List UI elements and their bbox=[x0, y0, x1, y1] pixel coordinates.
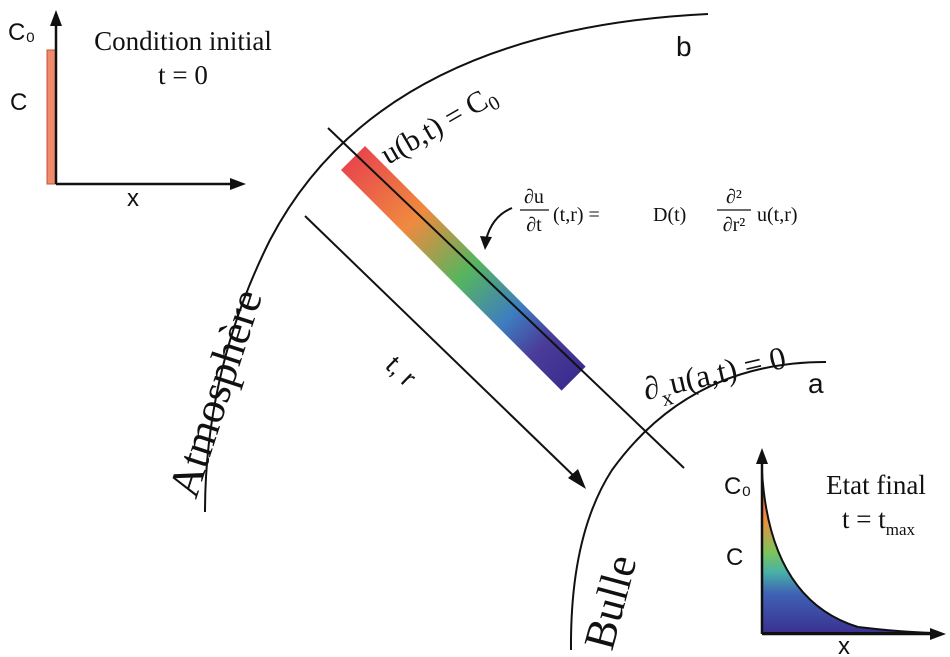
initial-c-label: C bbox=[10, 89, 27, 116]
final-c0-label: C₀ bbox=[724, 473, 751, 500]
inner-bc-partial: ∂ bbox=[639, 368, 663, 407]
initial-y-axis-arrow-icon bbox=[50, 10, 62, 26]
final-concentration-profile bbox=[761, 471, 936, 634]
pde-pointer-arrow bbox=[485, 207, 513, 241]
pde-coefficient: D(t) bbox=[653, 204, 686, 226]
final-time-subscript: max bbox=[886, 520, 916, 539]
outer-bc-text: u(b,t) = C bbox=[375, 84, 493, 171]
inner-boundary-condition: ∂xu(a,t) = 0 bbox=[639, 339, 790, 415]
pde-pointer-arrow-head-icon bbox=[480, 236, 492, 250]
concentration-band bbox=[340, 145, 586, 391]
bubble-label: Bulle bbox=[574, 550, 646, 655]
final-x-axis-arrow-icon bbox=[930, 628, 946, 640]
pde-lhs-args: (t,r) = bbox=[553, 204, 600, 226]
initial-concentration-bar bbox=[46, 49, 57, 185]
inner-boundary-arc bbox=[569, 361, 827, 651]
pde-lhs-denominator: ∂t bbox=[526, 214, 542, 236]
pde-rhs-numerator: ∂² bbox=[726, 186, 742, 208]
svg-text:u(b,t) = C0: u(b,t) = C0 bbox=[375, 79, 504, 175]
atmosphere-label: Atmosphère bbox=[159, 283, 272, 503]
inner-boundary-label: a bbox=[808, 368, 824, 399]
inner-bc-text: u(a,t) = 0 bbox=[666, 339, 790, 401]
initial-title-line2: t = 0 bbox=[158, 60, 208, 90]
final-x-label: x bbox=[838, 633, 850, 657]
initial-c0-label: C₀ bbox=[8, 19, 35, 46]
initial-condition-inset: C₀ C x Condition initial t = 0 bbox=[8, 10, 272, 212]
tr-axis-label: t, r bbox=[380, 350, 423, 393]
final-title-line2: t = tmax bbox=[842, 504, 916, 539]
outer-boundary-condition: u(b,t) = C0 bbox=[375, 79, 504, 175]
outer-boundary-arc bbox=[204, 13, 709, 513]
initial-x-label: x bbox=[127, 185, 139, 212]
final-state-inset: C₀ C x Etat final t = tmax bbox=[724, 448, 946, 657]
pde-rhs-function: u(t,r) bbox=[757, 204, 798, 226]
pde-rhs-denominator: ∂r² bbox=[723, 214, 746, 236]
final-y-axis-arrow-icon bbox=[756, 448, 768, 464]
final-time-text: t = t bbox=[842, 504, 886, 534]
tr-arrow-head-icon bbox=[568, 469, 586, 489]
pde-equation: ∂u ∂t (t,r) = D(t) ∂² ∂r² u(t,r) bbox=[520, 186, 798, 236]
radial-line bbox=[327, 127, 685, 469]
gradient-band bbox=[340, 145, 586, 391]
initial-x-axis-arrow-icon bbox=[230, 178, 246, 190]
tr-arrow-line bbox=[304, 215, 579, 481]
inner-bc-subscript: x bbox=[659, 384, 675, 411]
final-title-line1: Etat final bbox=[826, 470, 926, 500]
outer-boundary-label: b bbox=[676, 31, 692, 62]
svg-text:∂xu(a,t) = 0: ∂xu(a,t) = 0 bbox=[639, 339, 790, 415]
final-c-label: C bbox=[726, 544, 743, 571]
pde-lhs-numerator: ∂u bbox=[524, 186, 544, 208]
initial-title-line1: Condition initial bbox=[94, 26, 272, 56]
